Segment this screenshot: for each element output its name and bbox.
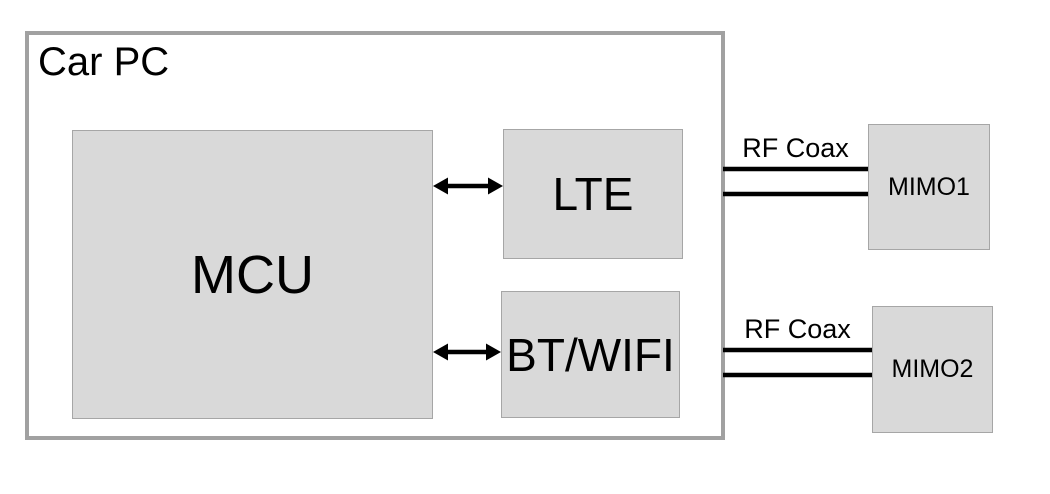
bt-wifi-block: BT/WIFI [501,291,680,418]
mcu-label: MCU [191,244,314,305]
mimo2-label: MIMO2 [891,355,974,383]
rf-coax-lines-bottom [723,347,872,378]
car-pc-label: Car PC [38,40,170,84]
rf-coax-lines-top [723,166,868,197]
lte-label: LTE [552,168,634,220]
mimo2-block: MIMO2 [872,306,993,433]
mimo1-label: MIMO1 [888,172,970,201]
rf-coax-label-top: RF Coax [742,133,849,163]
mcu-block: MCU [72,130,433,419]
lte-block: LTE [503,129,683,259]
mimo1-block: MIMO1 [868,124,990,250]
rf-coax-label-bottom: RF Coax [744,314,851,344]
bt-wifi-label: BT/WIFI [506,328,675,381]
